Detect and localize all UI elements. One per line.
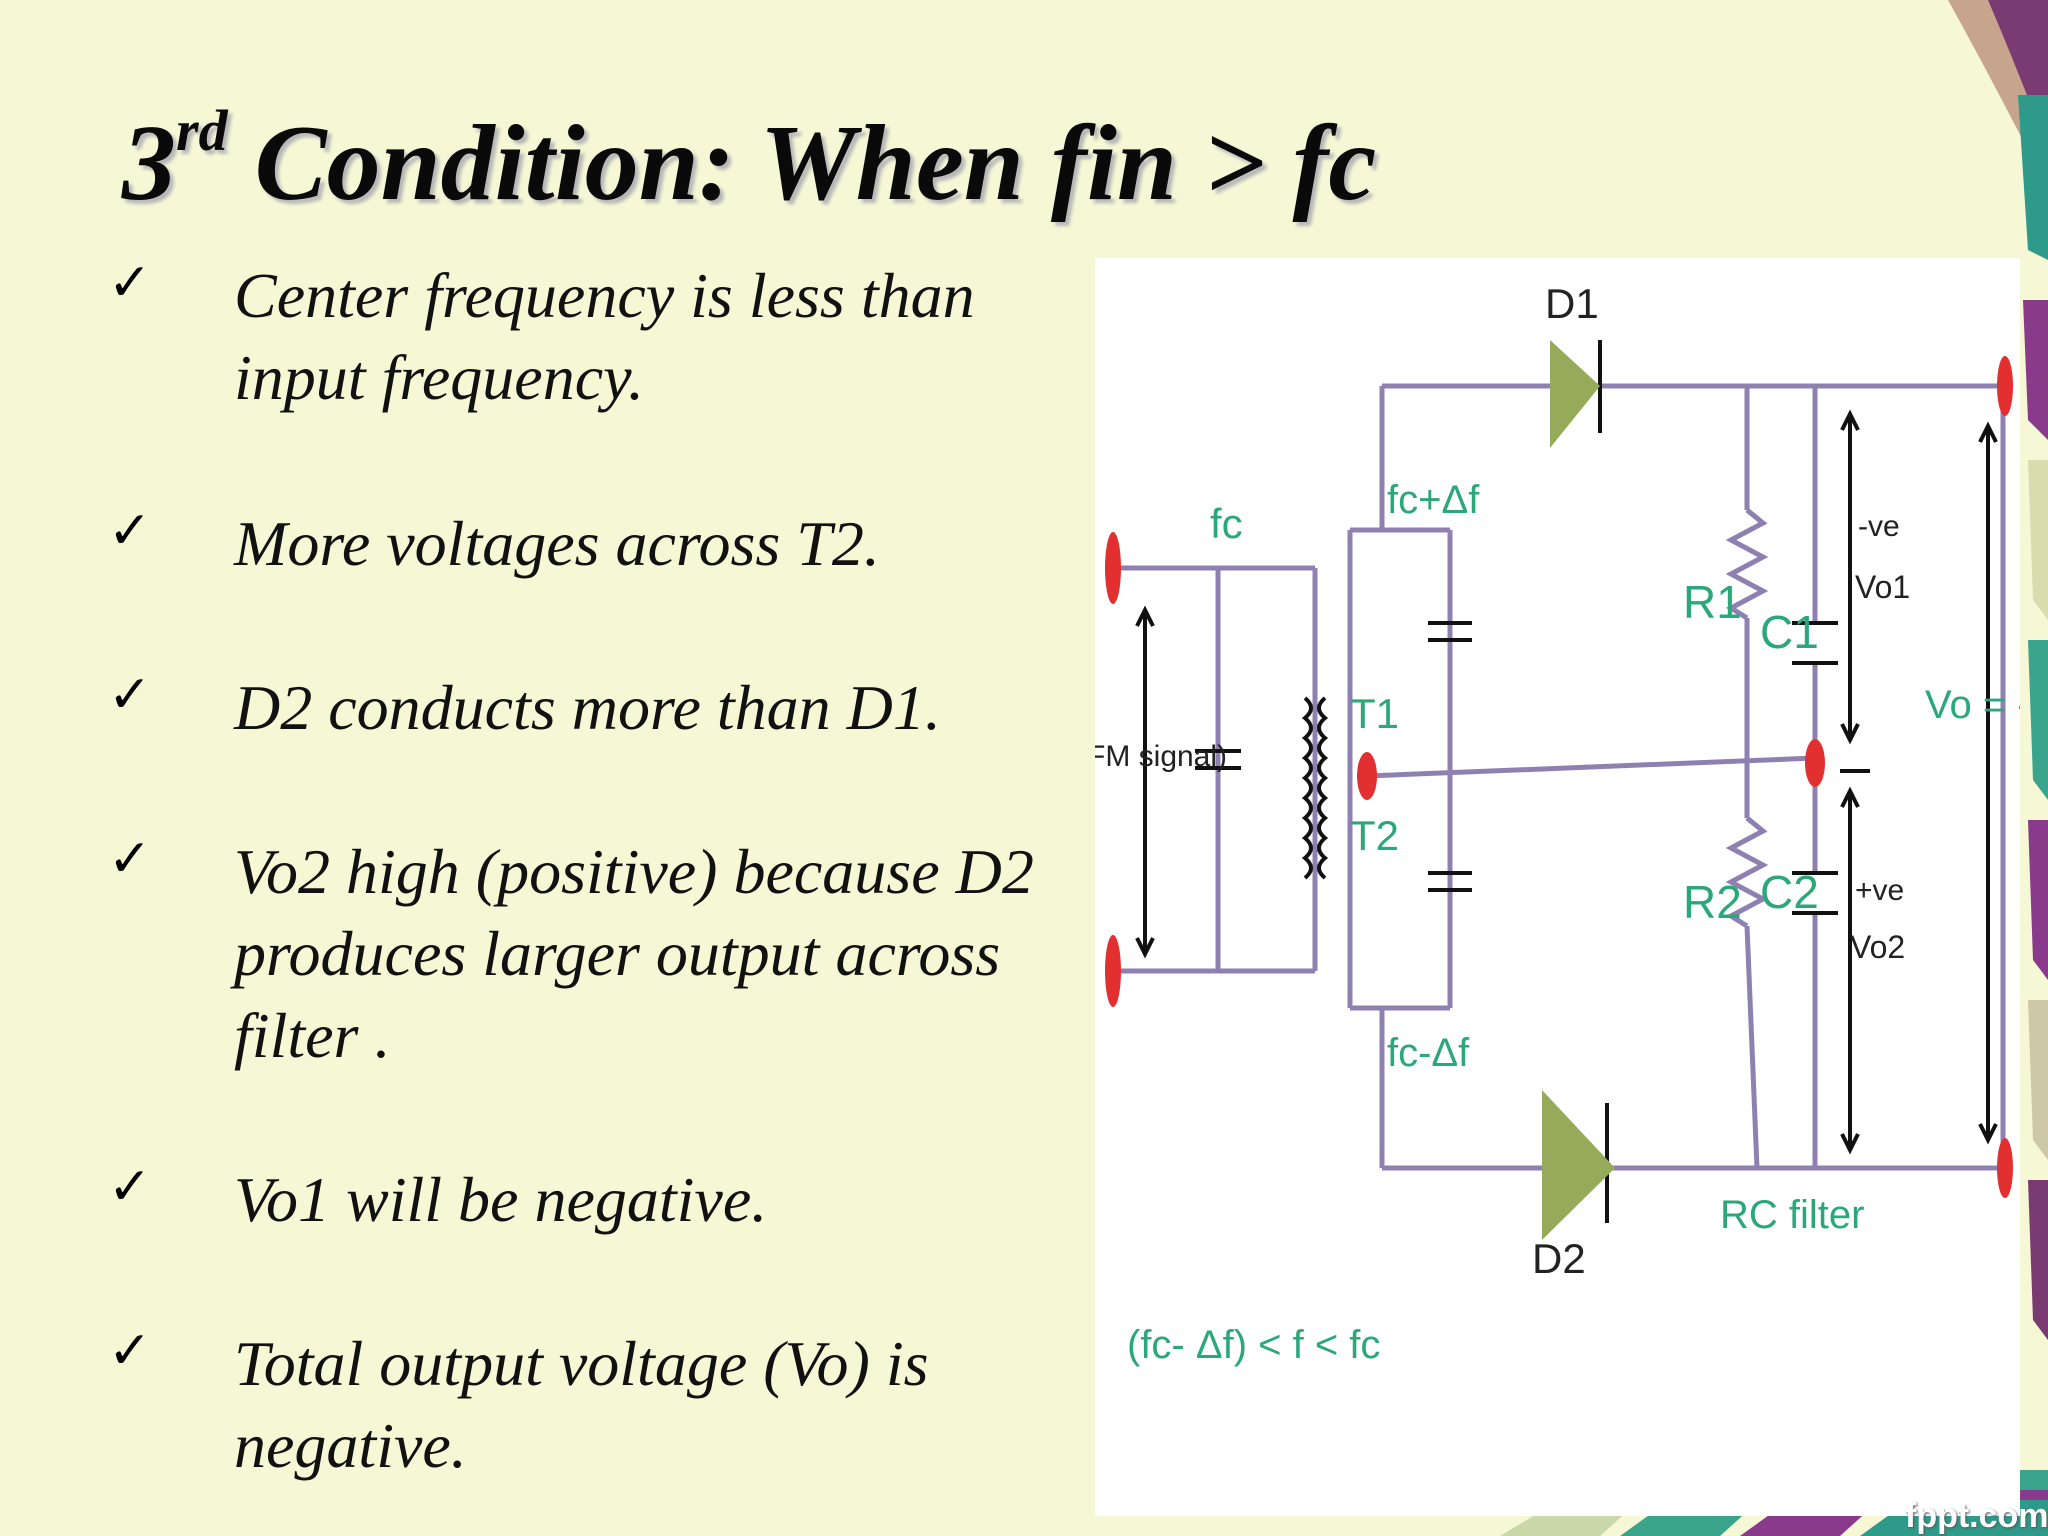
slide-title: 3rd Condition: When fin > fc <box>122 102 1376 218</box>
label-c1: C1 <box>1760 606 1819 658</box>
check-icon: ✓ <box>108 829 152 889</box>
footer-brand: fppt.com <box>1905 1497 2048 1535</box>
label-c2: C2 <box>1760 866 1819 918</box>
label-d2: D2 <box>1532 1235 1586 1282</box>
bullet-text: Vo1 will be negative. <box>234 1164 768 1235</box>
title-prefix: 3 <box>122 104 176 223</box>
check-icon: ✓ <box>108 665 152 725</box>
circuit-diagram: D1 D2 fc fc+Δf fc-Δf FM signal) T1 T2 R1… <box>1095 258 2020 1516</box>
label-vo1: Vo1 <box>1855 569 1910 605</box>
label-vo: Vo = -ve <box>1925 683 2020 727</box>
label-fc-minus: fc-Δf <box>1387 1031 1470 1075</box>
label-fc-plus: fc+Δf <box>1387 478 1480 522</box>
bullet-text: Center frequency is less than input freq… <box>234 260 975 413</box>
title-main: Condition: When fin > fc <box>227 104 1377 223</box>
label-r2: R2 <box>1683 876 1742 928</box>
circuit-svg: D1 D2 fc fc+Δf fc-Δf FM signal) T1 T2 R1… <box>1095 280 2020 1367</box>
check-icon: ✓ <box>108 1157 152 1217</box>
bullet-text: Vo2 high (positive) because D2 produces … <box>234 836 1034 1071</box>
label-d1: D1 <box>1545 280 1599 327</box>
check-icon: ✓ <box>108 501 152 561</box>
label-t1: T1 <box>1350 690 1399 737</box>
bullet-text: More voltages across T2. <box>234 508 880 579</box>
bullet-text: D2 conducts more than D1. <box>234 672 941 743</box>
label-neg-ve: -ve <box>1858 510 1900 543</box>
label-r1: R1 <box>1683 576 1742 628</box>
check-icon: ✓ <box>108 1321 152 1381</box>
check-icon: ✓ <box>108 253 152 313</box>
label-fm-signal: FM signal) <box>1095 740 1227 773</box>
title-superscript: rd <box>176 98 228 163</box>
label-condition: (fc- Δf) < f < fc <box>1127 1323 1380 1367</box>
label-vo2: Vo2 <box>1850 929 1905 965</box>
label-fc: fc <box>1210 500 1243 547</box>
label-rc-filter: RC filter <box>1720 1193 1864 1237</box>
bullet-text: Total output voltage (Vo) is negative. <box>234 1328 929 1481</box>
label-t2: T2 <box>1350 812 1399 859</box>
label-pos-ve: +ve <box>1855 874 1904 907</box>
